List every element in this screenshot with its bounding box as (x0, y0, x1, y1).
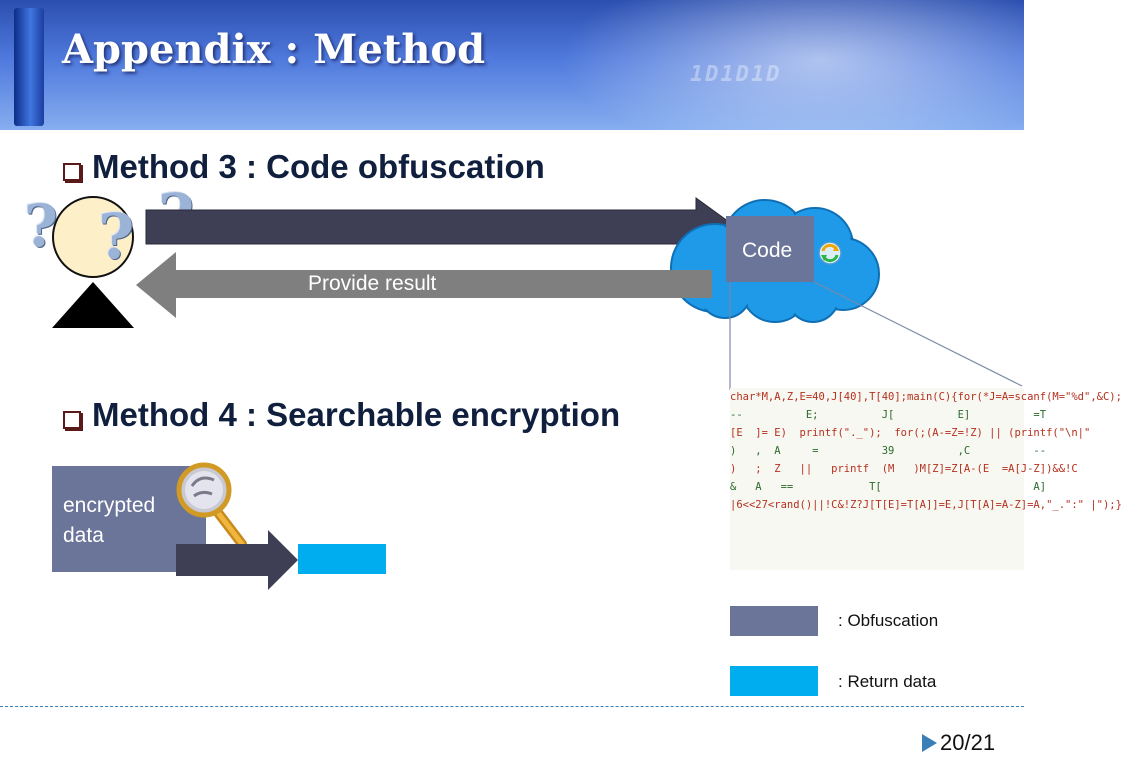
code-label: Code (742, 239, 793, 262)
person-head (52, 196, 134, 278)
provide-result-label: Provide result (308, 272, 437, 295)
legend-obfuscation-label: : Obfuscation (838, 611, 939, 630)
refresh-icon (818, 241, 842, 265)
code-box (726, 216, 814, 282)
header-glow (560, 0, 1080, 160)
method3-heading: Method 3 : Code obfuscation (92, 148, 545, 185)
page-arrow-icon (922, 734, 937, 752)
magnifier-icon (176, 462, 247, 549)
header-decor-digits: 1D1D1D (690, 62, 782, 87)
question-mark-icon: ? (98, 200, 135, 273)
question-mark-icon: ? (24, 192, 58, 260)
legend-obfuscation-swatch (730, 606, 818, 636)
code-line: [E ]= E) printf("._"); for(;(A-=Z=!Z) ||… (730, 427, 1091, 439)
code-line: ) ; Z || printf (M )M[Z]=Z[A-(E =A[J-Z])… (730, 463, 1078, 475)
obfuscated-code-sample: char*M,A,Z,E=40,J[40],T[40];main(C){for(… (730, 388, 1122, 570)
search-arrow (176, 530, 298, 590)
code-line: & A == T[ A] (730, 481, 1047, 493)
bullet-icon (63, 163, 81, 181)
return-data-box (298, 544, 386, 574)
footer-divider (0, 706, 1024, 707)
code-line: char*M,A,Z,E=40,J[40],T[40];main(C){for(… (730, 391, 1122, 403)
header-pillar-decor (14, 8, 44, 126)
zoom-connector-lines (729, 281, 1023, 390)
code-line: ) , A = 39 ,C -- (730, 445, 1047, 457)
person-body (52, 282, 134, 328)
request-arrow (145, 197, 737, 257)
code-line: |6<<27<rand()||!C&!Z?J[T[E]=T[A]]=E,J[T[… (730, 499, 1122, 511)
code-line: -- E; J[ E] =T (730, 409, 1047, 421)
page-number: 20/21 (940, 730, 996, 755)
bullet-icon (63, 411, 81, 429)
slide-title: Appendix : Method (62, 26, 486, 73)
response-arrow (136, 252, 712, 318)
method4-heading: Method 4 : Searchable encryption (92, 396, 621, 433)
legend-return-swatch (730, 666, 818, 696)
encrypted-label: encrypted (63, 494, 156, 517)
header-banner: 1D1D1D (0, 0, 1080, 160)
data-label: data (63, 524, 104, 547)
legend-return-label: : Return data (838, 672, 937, 691)
